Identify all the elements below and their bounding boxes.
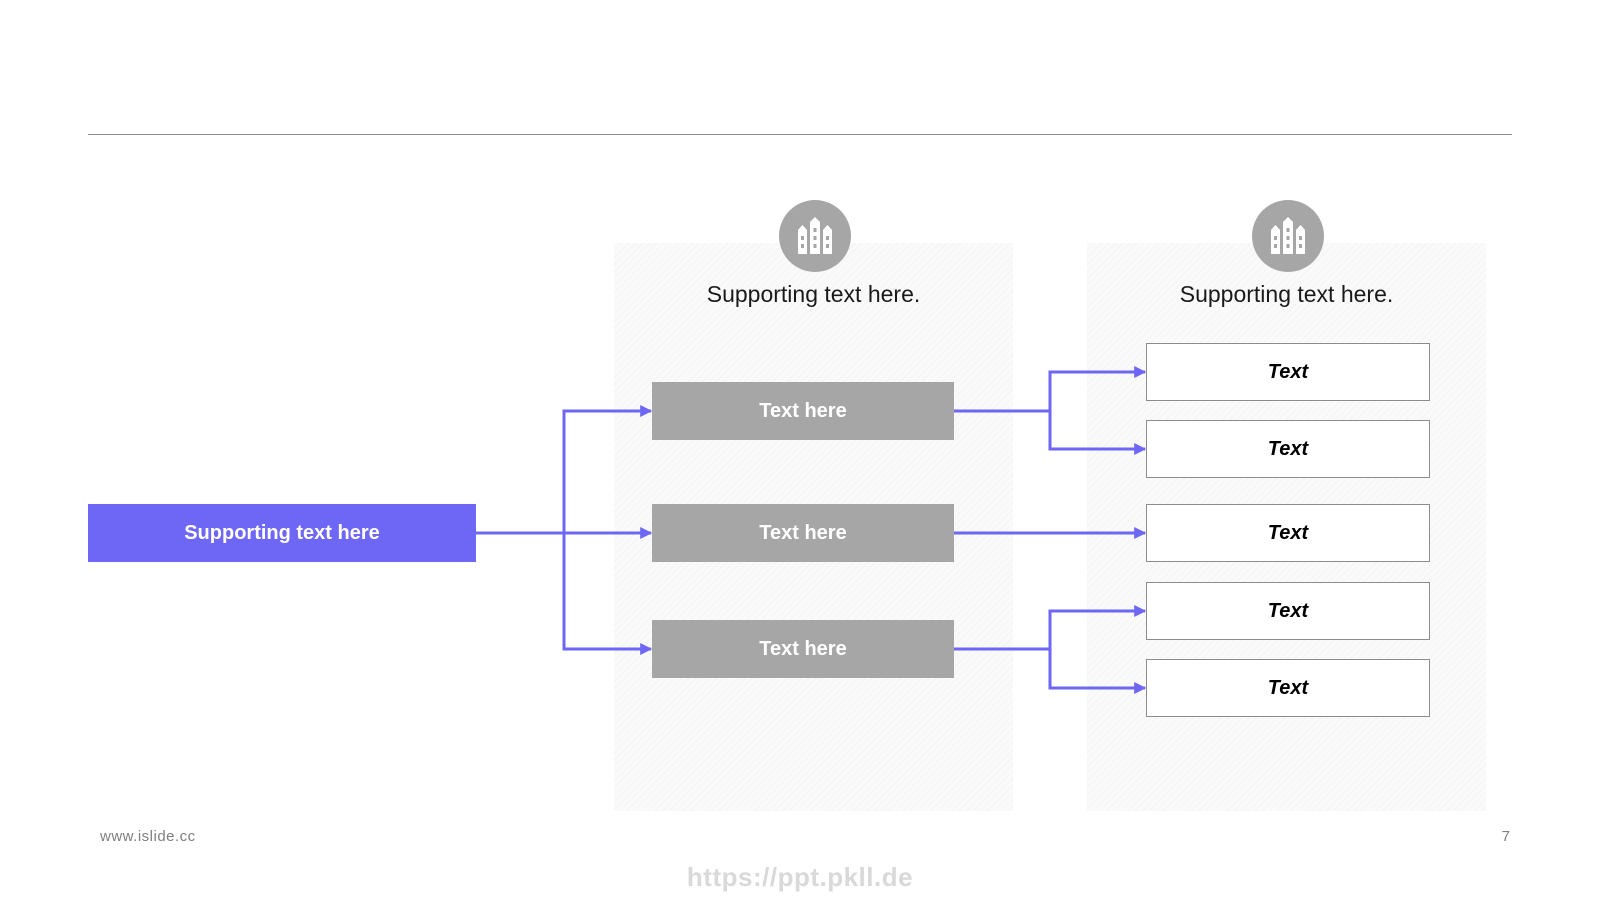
connector-root-to-mid-1 — [476, 405, 653, 535]
leaf-node-1: Text — [1146, 343, 1430, 401]
leaf-node-5: Text — [1146, 659, 1430, 717]
column-panel-left — [614, 243, 1013, 811]
footer-website: www.islide.cc — [100, 828, 196, 845]
title-divider — [88, 134, 1512, 135]
connector-mid3-to-leaf-5 — [1048, 649, 1147, 694]
page-number: 7 — [1501, 828, 1510, 845]
leaf-node-2: Text — [1146, 420, 1430, 478]
column-heading-left: Supporting text here. — [706, 281, 921, 307]
mid-node-2: Text here — [652, 504, 954, 562]
connector-mid3-to-leaf-4 — [954, 605, 1147, 651]
column-heading-right: Supporting text here. — [1179, 281, 1394, 307]
mid-node-3: Text here — [652, 620, 954, 678]
connector-mid1-to-leaf-2 — [1048, 411, 1147, 455]
buildings-icon — [1252, 200, 1324, 272]
connector-root-to-mid-3 — [562, 533, 653, 655]
connector-mid1-to-leaf-1 — [954, 366, 1147, 413]
leaf-node-3: Text — [1146, 504, 1430, 562]
mid-node-1: Text here — [652, 382, 954, 440]
root-node: Supporting text here — [88, 504, 476, 562]
buildings-icon — [779, 200, 851, 272]
watermark-url: https://ppt.pkll.de — [686, 862, 914, 892]
leaf-node-4: Text — [1146, 582, 1430, 640]
